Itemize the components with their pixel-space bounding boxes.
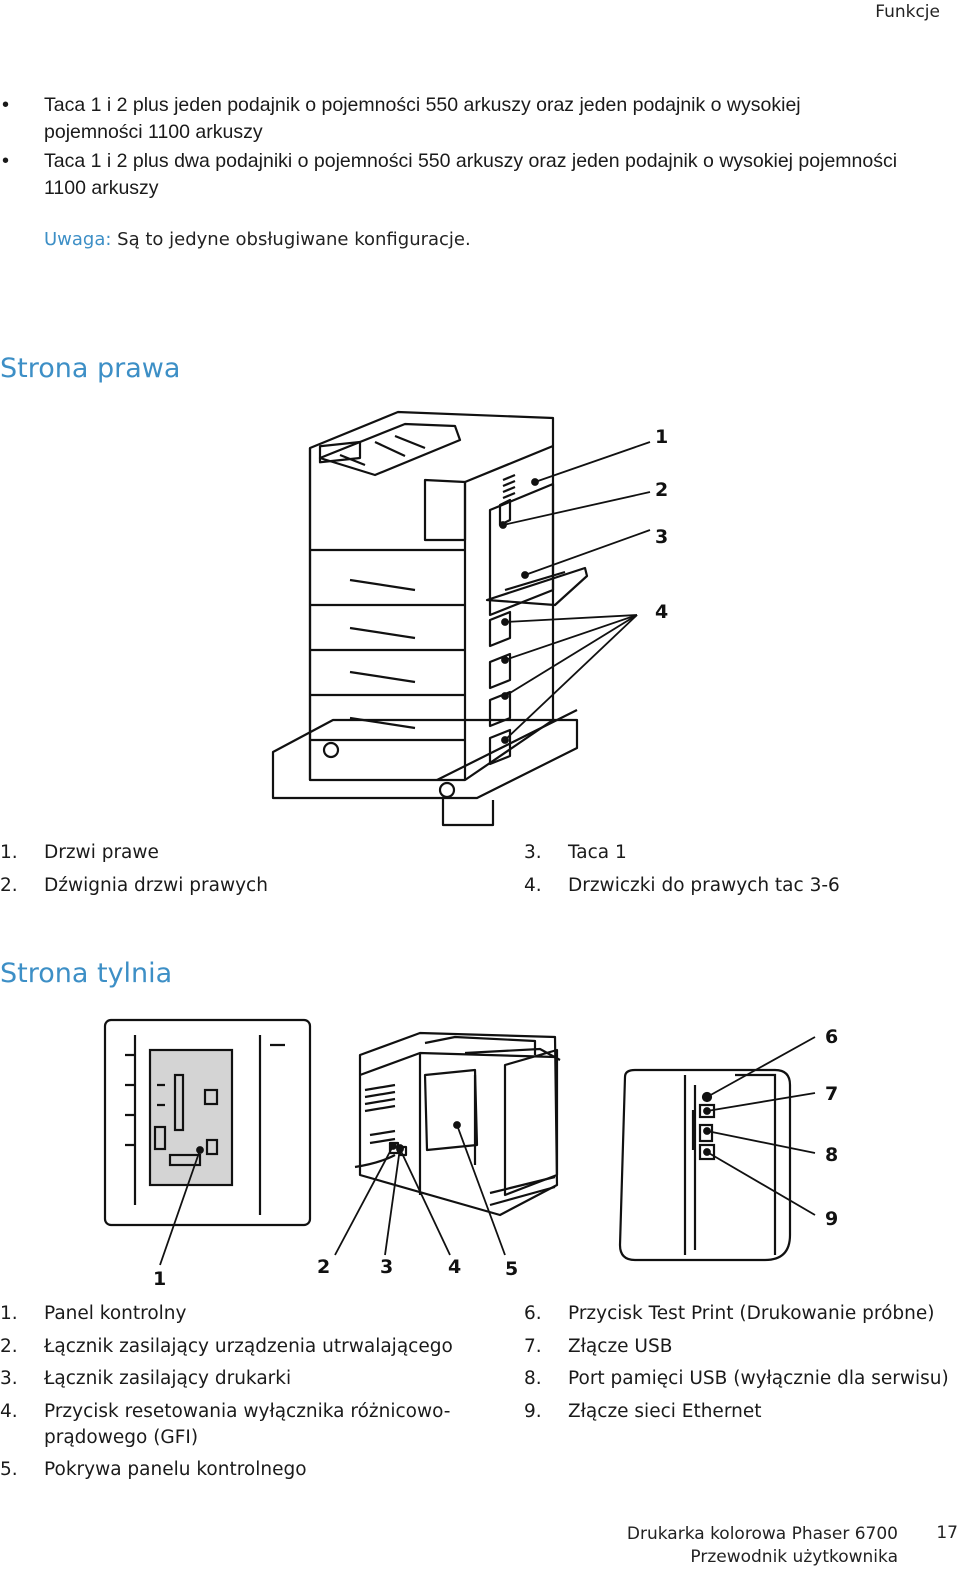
connector-detail-frame bbox=[618, 1068, 792, 1262]
rear-printer-body-shape bbox=[358, 1031, 559, 1217]
callout-b4: 4 bbox=[448, 1256, 461, 1278]
callout-r2: 2 bbox=[655, 479, 668, 501]
note-text: Są to jedyne obsługiwane konfiguracje. bbox=[111, 229, 471, 250]
page-number: 17 bbox=[936, 1523, 958, 1543]
bullet-list: Taca 1 i 2 plus jeden podajnik o pojemno… bbox=[0, 92, 900, 204]
stand-base-shape bbox=[271, 718, 579, 800]
printer-rear-side-illustration: 1 2 3 4 5 6 7 8 9 bbox=[103, 1018, 838, 1290]
callout-b3: 3 bbox=[380, 1256, 393, 1278]
footer-guide-name: Przewodnik użytkownika bbox=[690, 1547, 898, 1567]
note-label: Uwaga: bbox=[44, 229, 112, 250]
callout-b5: 5 bbox=[505, 1258, 518, 1280]
callout-r1: 1 bbox=[655, 426, 668, 448]
note: Uwaga: Są to jedyne obsługiwane konfigur… bbox=[44, 229, 471, 250]
callout-r4: 4 bbox=[655, 601, 668, 623]
callout-r3: 3 bbox=[655, 526, 668, 548]
control-panel-board bbox=[148, 1048, 234, 1187]
callout-b9: 9 bbox=[825, 1208, 838, 1230]
bullet-item-1: Taca 1 i 2 plus jeden podajnik o pojemno… bbox=[0, 92, 900, 146]
callout-b8: 8 bbox=[825, 1144, 838, 1166]
right-side-legend: 1. Drzwi prawe 2. Dźwignia drzwi prawych… bbox=[0, 842, 840, 896]
tray1-shape bbox=[485, 566, 589, 607]
callout-b1: 1 bbox=[153, 1268, 166, 1290]
control-panel-detail-frame bbox=[103, 1018, 312, 1227]
section-title-right-side: Strona prawa bbox=[0, 353, 181, 384]
callout-b2: 2 bbox=[317, 1256, 330, 1278]
right-door-shape bbox=[488, 482, 555, 617]
running-header: Funkcje bbox=[875, 2, 940, 22]
footer-product-name: Drukarka kolorowa Phaser 6700 bbox=[626, 1524, 898, 1544]
bullet-item-2: Taca 1 i 2 plus dwa podajniki o pojemnoś… bbox=[0, 148, 900, 202]
footer-title: Drukarka kolorowa Phaser 6700 Przewodnik… bbox=[627, 1523, 898, 1569]
section-title-rear-side: Strona tylnia bbox=[0, 958, 173, 989]
callout-b7: 7 bbox=[825, 1083, 838, 1105]
rear-side-legend: 1. Panel kontrolny 2. Łącznik zasilający… bbox=[0, 1303, 949, 1480]
callout-b6: 6 bbox=[825, 1026, 838, 1048]
printer-right-side-illustration: 1 2 3 4 bbox=[271, 410, 668, 827]
